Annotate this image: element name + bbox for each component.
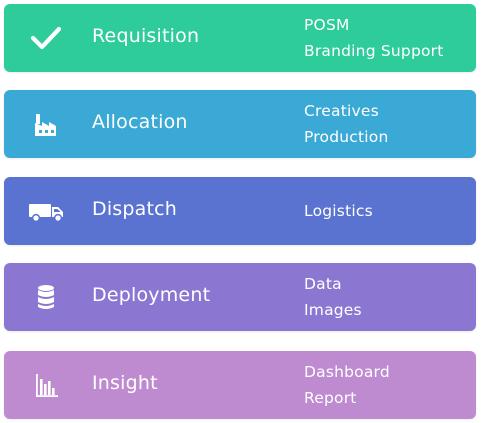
factory-icon [27, 109, 65, 139]
stage-detail-item: Report [304, 389, 357, 407]
stage-detail-item: Images [304, 301, 362, 319]
stage-details: Dashboard Report [304, 359, 469, 411]
stage-title: Allocation [92, 111, 188, 133]
stage-card-deployment: Deployment Data Images [4, 263, 476, 331]
stage-card-insight: Insight Dashboard Report [4, 351, 476, 419]
stage-title: Dispatch [92, 198, 178, 220]
stage-detail-item: Production [304, 128, 389, 146]
stage-card-dispatch: Dispatch Logistics [4, 177, 476, 245]
stage-card-requisition: Requisition POSM Branding Support [4, 4, 476, 72]
checkmark-icon [27, 23, 65, 53]
stage-title: Requisition [92, 25, 200, 47]
stage-detail-item: Data [304, 275, 342, 293]
truck-icon [27, 196, 65, 226]
stage-detail-item: Branding Support [304, 42, 444, 60]
stage-details: Creatives Production [304, 98, 469, 150]
database-icon [27, 282, 65, 312]
stage-details: Logistics [304, 185, 469, 237]
stage-card-allocation: Allocation Creatives Production [4, 90, 476, 158]
stage-detail-item: POSM [304, 16, 350, 34]
stage-detail-item: Dashboard [304, 363, 390, 381]
stage-title: Insight [92, 372, 158, 394]
bar-chart-icon [27, 370, 65, 400]
stage-detail-item: Logistics [304, 202, 373, 220]
stage-title: Deployment [92, 284, 211, 306]
stage-details: Data Images [304, 271, 469, 323]
stage-detail-item: Creatives [304, 102, 379, 120]
stage-details: POSM Branding Support [304, 12, 469, 64]
